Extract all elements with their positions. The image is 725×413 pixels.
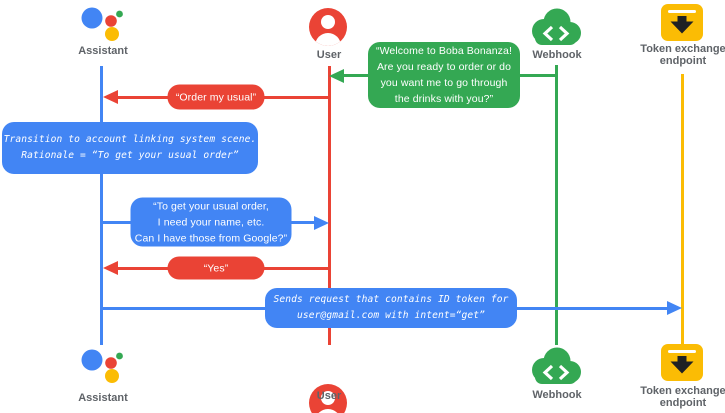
person-circle-icon: [309, 384, 347, 413]
message-line: “Order my usual”: [175, 91, 257, 103]
lifeline-assistant: [100, 66, 103, 345]
actor-label-webhook: Webhook: [532, 389, 582, 401]
person-circle-icon: [309, 8, 347, 46]
message-line: user@gmail.com with intent=“get”: [296, 310, 486, 321]
lifeline-user: [328, 66, 331, 345]
actor-label-assistant: Assistant: [78, 392, 128, 404]
arrowhead-right-icon: [314, 216, 329, 230]
google-assistant-icon: [81, 348, 125, 389]
actor-label-webhook: Webhook: [532, 49, 582, 61]
message-line: you want me to go through: [380, 77, 508, 89]
arrowhead-left-icon: [329, 69, 344, 83]
message-line: “Yes”: [203, 262, 229, 274]
actor-label-assistant: Assistant: [78, 45, 128, 57]
arrowhead-left-icon: [103, 261, 118, 275]
note-line: Rationale = “To get your usual order”: [21, 150, 239, 161]
actor-label-token-endpoint: Token exchange endpoint: [640, 385, 725, 409]
note-line: Transition to account linking system sce…: [3, 134, 257, 145]
note-transition-account-linking: Transition to account linking system sce…: [2, 122, 258, 174]
token-exchange-icon: [661, 4, 703, 46]
message-yes: “Yes”: [167, 256, 265, 280]
google-assistant-icon: [81, 6, 125, 47]
cloud-code-icon: [528, 345, 584, 390]
lifeline-token-endpoint: [681, 74, 684, 344]
message-line: Are you ready to order or do: [376, 61, 512, 73]
lifeline-webhook: [555, 65, 558, 345]
token-exchange-icon: [661, 344, 703, 386]
message-line: Sends request that contains ID token for: [273, 294, 509, 305]
message-welcome: “Welcome to Boba Bonanza! Are you ready …: [368, 42, 520, 108]
message-line: “To get your usual order,: [153, 200, 269, 212]
message-line: Can I have those from Google?”: [134, 232, 288, 244]
actor-label-user: User: [316, 390, 342, 402]
message-line: the drinks with you?”: [394, 93, 494, 105]
message-send-id-token: Sends request that contains ID token for…: [265, 288, 517, 328]
message-line: “Welcome to Boba Bonanza!: [376, 45, 512, 57]
arrowhead-left-icon: [103, 90, 118, 104]
message-ask-google-info: “To get your usual order, I need your na…: [130, 197, 292, 247]
message-line: I need your name, etc.: [157, 216, 265, 228]
actor-label-token-endpoint: Token exchange endpoint: [640, 43, 725, 67]
actor-label-user: User: [316, 49, 342, 61]
cloud-code-icon: [528, 6, 584, 51]
arrowhead-right-icon: [667, 301, 682, 315]
message-order-my-usual: “Order my usual”: [167, 84, 265, 110]
